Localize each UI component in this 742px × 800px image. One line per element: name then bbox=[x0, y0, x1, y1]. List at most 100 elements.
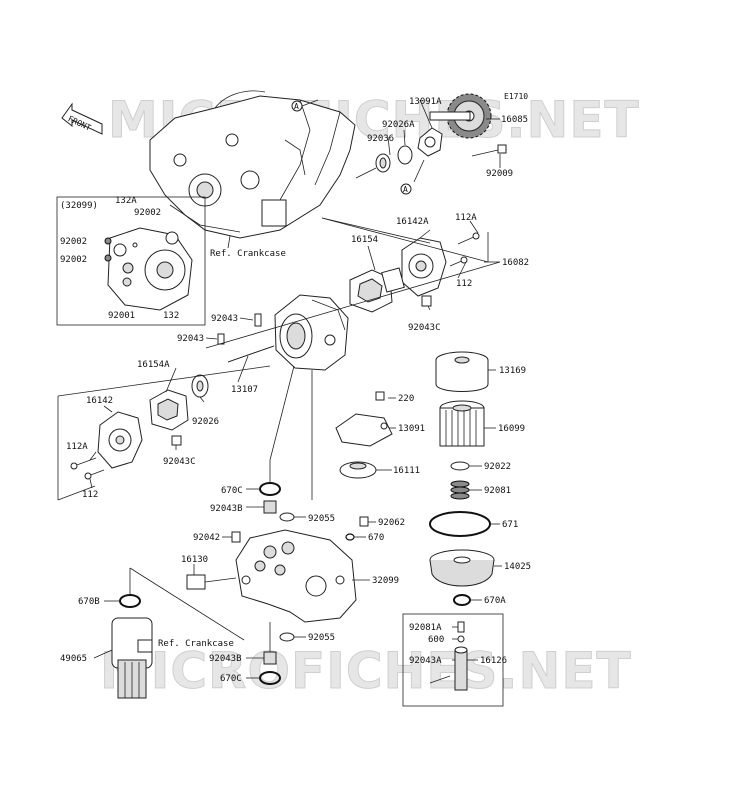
inset-housing bbox=[104, 227, 193, 311]
bolt-112-bot bbox=[84, 469, 105, 480]
plate-13091A bbox=[417, 127, 443, 157]
label-92002-l2: 92002 bbox=[60, 255, 87, 265]
filter-cap-13169 bbox=[435, 351, 489, 392]
label-32099: 32099 bbox=[372, 576, 399, 586]
label-92055-top: 92055 bbox=[308, 514, 335, 524]
marker-a-top: A bbox=[291, 100, 303, 112]
label-49065: 49065 bbox=[60, 654, 87, 664]
washer-92055-bot bbox=[279, 632, 295, 642]
label-92043-b: 92043 bbox=[177, 334, 204, 344]
switch-16130 bbox=[186, 574, 237, 590]
spring-92081 bbox=[450, 480, 470, 500]
label-92009: 92009 bbox=[486, 169, 513, 179]
main-housing-32099 bbox=[235, 529, 357, 623]
label-92043B-bot: 92043B bbox=[209, 654, 242, 664]
bolt-92009 bbox=[471, 144, 507, 157]
pin-92043C-top bbox=[421, 295, 432, 307]
label-92055-bot: 92055 bbox=[308, 633, 335, 643]
o-ring-670C-top bbox=[259, 482, 281, 496]
label-16111: 16111 bbox=[393, 466, 420, 476]
oil-filter-16099 bbox=[439, 400, 485, 447]
washer-92026A bbox=[397, 145, 413, 165]
ref-crankcase-bottom: Ref. Crankcase bbox=[158, 639, 234, 649]
label-92026A: 92026A bbox=[382, 120, 415, 130]
o-ring-670A bbox=[453, 594, 471, 606]
label-132A: 132A bbox=[115, 196, 137, 206]
bolt-220 bbox=[375, 391, 385, 401]
rotor-16154A bbox=[149, 389, 189, 431]
bolt-112A-bot bbox=[70, 457, 97, 470]
filter-cover-14025 bbox=[429, 549, 495, 587]
washer-92055-top bbox=[279, 512, 295, 522]
screen-16111 bbox=[339, 461, 377, 479]
label-670C-bot: 670C bbox=[220, 674, 242, 684]
label-16082: 16082 bbox=[502, 258, 529, 268]
label-600: 600 bbox=[428, 635, 444, 645]
pin-92043B-bot bbox=[263, 651, 277, 665]
shaft-13107 bbox=[227, 345, 275, 363]
label-16142A: 16142A bbox=[396, 217, 429, 227]
pin-92043C-bot bbox=[171, 435, 182, 446]
pin-92043-b bbox=[217, 333, 225, 345]
leader-lines bbox=[57, 99, 502, 679]
plug-92062 bbox=[359, 516, 369, 527]
rotor-16154 bbox=[349, 267, 405, 313]
watermark-bottom: MICROFICHES.NET bbox=[100, 642, 632, 700]
label-670B: 670B bbox=[78, 597, 100, 607]
label-112-top: 112 bbox=[456, 279, 472, 289]
front-arrow-icon: FRONT bbox=[61, 102, 103, 135]
label-92062: 92062 bbox=[378, 518, 405, 528]
o-ring-670B bbox=[119, 594, 141, 608]
label-112A-top: 112A bbox=[455, 213, 477, 223]
bolt-112-top bbox=[449, 256, 468, 267]
label-14025: 14025 bbox=[504, 562, 531, 572]
label-16099: 16099 bbox=[498, 424, 525, 434]
label-16126: 16126 bbox=[480, 656, 507, 666]
strainer-49065 bbox=[111, 617, 153, 699]
washer-92022 bbox=[450, 461, 470, 471]
svg-text:A: A bbox=[294, 102, 299, 111]
label-670A: 670A bbox=[484, 596, 506, 606]
label-670: 670 bbox=[368, 533, 384, 543]
label-13091A: 13091A bbox=[409, 97, 442, 107]
label-671: 671 bbox=[502, 520, 518, 530]
oil-pipe bbox=[136, 597, 206, 613]
label-13107: 13107 bbox=[231, 385, 258, 395]
label-92043A: 92043A bbox=[409, 656, 442, 666]
pin-92043B-top bbox=[263, 500, 277, 514]
plate-13091 bbox=[335, 413, 393, 447]
label-112A-bot: 112A bbox=[66, 442, 88, 452]
part-labels: 13091A 16085 92026A 92036 92009 132A 920… bbox=[60, 97, 531, 684]
label-16085: 16085 bbox=[501, 115, 528, 125]
o-ring-671 bbox=[429, 511, 491, 537]
marker-a-bottom: A bbox=[400, 183, 412, 195]
gear-16085 bbox=[429, 93, 492, 139]
label-92043C-bot: 92043C bbox=[163, 457, 196, 467]
label-13091: 13091 bbox=[398, 424, 425, 434]
label-92043-a: 92043 bbox=[211, 314, 238, 324]
label-16142: 16142 bbox=[86, 396, 113, 406]
ref-crankcase-top: Ref. Crankcase bbox=[210, 249, 286, 259]
label-16154A: 16154A bbox=[137, 360, 170, 370]
label-92026: 92026 bbox=[192, 417, 219, 427]
pump-cover-16142 bbox=[97, 411, 143, 469]
label-220: 220 bbox=[398, 394, 414, 404]
o-ring-670 bbox=[345, 533, 355, 541]
label-132: 132 bbox=[163, 311, 179, 321]
label-92043C-top: 92043C bbox=[408, 323, 441, 333]
label-112-bot: 112 bbox=[82, 490, 98, 500]
label-92036: 92036 bbox=[367, 134, 394, 144]
bolt-112A-top bbox=[457, 232, 480, 245]
label-92042: 92042 bbox=[193, 533, 220, 543]
label-16154: 16154 bbox=[351, 235, 378, 245]
label-92001: 92001 bbox=[108, 311, 135, 321]
diagram-code: E1710 bbox=[504, 92, 528, 101]
label-92002-l1: 92002 bbox=[60, 237, 87, 247]
label-92043B-top: 92043B bbox=[210, 504, 243, 514]
relief-valve-16126 bbox=[429, 621, 468, 691]
pump-body bbox=[274, 294, 349, 371]
inset-box-32099 bbox=[56, 196, 206, 326]
label-92081A: 92081A bbox=[409, 623, 442, 633]
label-92002-top: 92002 bbox=[134, 208, 161, 218]
